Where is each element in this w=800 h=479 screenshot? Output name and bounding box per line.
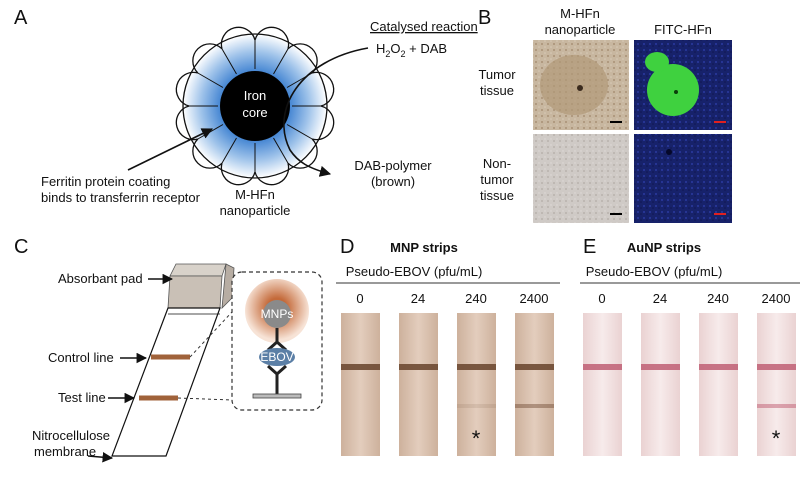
control-band bbox=[641, 364, 680, 370]
panel-a: A Iron core Catalysed reaction H2O2 + DA… bbox=[14, 7, 478, 218]
mnps-label: MNPs bbox=[261, 307, 294, 321]
concentration-label: 0 bbox=[356, 291, 363, 306]
test-strip bbox=[111, 307, 221, 457]
concentration-label: 0 bbox=[598, 291, 605, 306]
panel-e-label: E bbox=[583, 236, 596, 258]
coating-arrow bbox=[127, 128, 214, 171]
concentration-label: 24 bbox=[653, 291, 667, 306]
test-strip-image bbox=[457, 313, 496, 456]
ebov-label: EBOV bbox=[260, 350, 293, 364]
micrograph-mhfn-nontumor bbox=[533, 134, 629, 223]
control-band bbox=[757, 364, 796, 370]
panel-b-label: B bbox=[478, 7, 491, 29]
test-strip-image bbox=[699, 313, 738, 456]
control-band bbox=[699, 364, 738, 370]
reaction-title: Catalysed reaction bbox=[370, 19, 478, 34]
panel-d: D MNP strips Pseudo-EBOV (pfu/mL) 0 24 240… bbox=[336, 236, 560, 456]
panel-b: B M-HFn nanoparticle FITC-HFn Tumor tiss… bbox=[478, 6, 732, 223]
coating-label-1: Ferritin protein coating bbox=[41, 174, 170, 189]
micrograph-fitc-tumor bbox=[634, 40, 732, 130]
concentration-label: 240 bbox=[707, 291, 729, 306]
iron-core bbox=[220, 71, 290, 141]
control-band bbox=[341, 364, 380, 370]
test-strip-image bbox=[757, 313, 796, 456]
test-strip-image bbox=[515, 313, 554, 456]
test-strip-image bbox=[641, 313, 680, 456]
absorbant-pad bbox=[167, 263, 235, 310]
test-band bbox=[515, 404, 554, 408]
test-band bbox=[457, 404, 496, 408]
micrograph-fitc-nontumor bbox=[634, 134, 732, 223]
control-band bbox=[515, 364, 554, 370]
panel-c: C Absorbant pad Control line Test line N… bbox=[14, 236, 323, 463]
panel-d-label: D bbox=[340, 236, 354, 258]
nanoparticle-illustration: Iron core bbox=[175, 26, 335, 186]
row2-label-3: tissue bbox=[480, 188, 514, 203]
control-band bbox=[457, 364, 496, 370]
panel-d-subtitle: Pseudo-EBOV (pfu/mL) bbox=[346, 264, 483, 279]
concentration-label: 2400 bbox=[520, 291, 549, 306]
membrane-label-1: Nitrocellulose bbox=[32, 428, 110, 443]
reaction-equation: H2O2 + DAB bbox=[376, 41, 447, 59]
particle-label-2: nanoparticle bbox=[220, 203, 291, 218]
row2-label-1: Non- bbox=[483, 156, 511, 171]
panel-c-label: C bbox=[14, 236, 28, 258]
coating-label-2: binds to transferrin receptor bbox=[41, 190, 201, 205]
test-strip-image bbox=[399, 313, 438, 456]
concentration-label: 24 bbox=[411, 291, 425, 306]
row2-label-2: tumor bbox=[480, 172, 514, 187]
panel-d-title: MNP strips bbox=[390, 240, 458, 255]
iron-core-label-1: Iron bbox=[244, 88, 266, 103]
absorbant-pad-label: Absorbant pad bbox=[58, 271, 143, 286]
test-strip-image bbox=[583, 313, 622, 456]
ebov-antigen bbox=[259, 348, 295, 366]
mnp-particle bbox=[263, 300, 291, 328]
row1-label-1: Tumor bbox=[478, 67, 516, 82]
panel-e-title: AuNP strips bbox=[627, 240, 701, 255]
control-band bbox=[583, 364, 622, 370]
product-label-2: (brown) bbox=[371, 174, 415, 189]
concentration-label: 2400 bbox=[762, 291, 791, 306]
sandwich-assay-inset: MNPs EBOV bbox=[231, 271, 323, 411]
panel-a-label: A bbox=[14, 7, 28, 29]
micrograph-mhfn-tumor bbox=[533, 40, 629, 130]
col2-label: FITC-HFn bbox=[654, 22, 712, 37]
panel-e: E AuNP strips Pseudo-EBOV (pfu/mL) 0 24 24… bbox=[580, 236, 800, 456]
col1-label-2: nanoparticle bbox=[545, 22, 616, 37]
control-line-label: Control line bbox=[48, 350, 114, 365]
product-label-1: DAB-polymer bbox=[354, 158, 432, 173]
control-band bbox=[399, 364, 438, 370]
reaction-arrow bbox=[283, 47, 369, 177]
detection-limit-star: * bbox=[472, 426, 481, 451]
panel-e-subtitle: Pseudo-EBOV (pfu/mL) bbox=[586, 264, 723, 279]
particle-label-1: M-HFn bbox=[235, 187, 275, 202]
concentration-label: 240 bbox=[465, 291, 487, 306]
detection-limit-star: * bbox=[772, 426, 781, 451]
iron-core-label-2: core bbox=[242, 105, 267, 120]
membrane-label-2: membrane bbox=[34, 444, 96, 459]
test-strip-image bbox=[341, 313, 380, 456]
test-band bbox=[757, 404, 796, 408]
col1-label-1: M-HFn bbox=[560, 6, 600, 21]
test-line-label: Test line bbox=[58, 390, 106, 405]
row1-label-2: tissue bbox=[480, 83, 514, 98]
